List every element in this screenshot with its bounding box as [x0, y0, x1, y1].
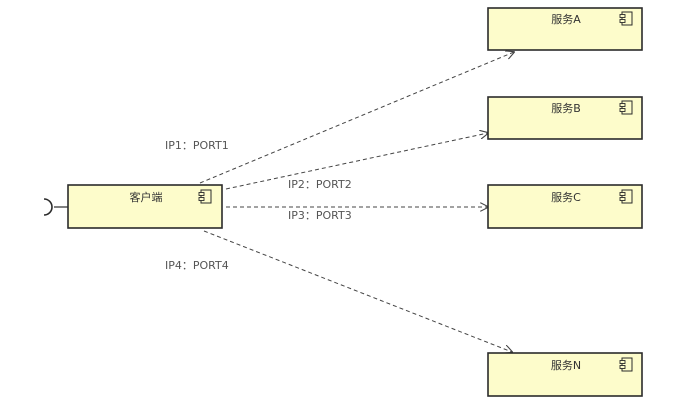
component-icon — [619, 100, 633, 115]
component-icon — [619, 357, 633, 372]
service-n-component[interactable]: 服务N — [487, 352, 643, 397]
client-label: 客户端 — [130, 190, 163, 204]
component-icon — [198, 189, 212, 204]
connector-client-to-service-n — [203, 230, 512, 352]
service-a-label: 服务A — [551, 13, 581, 26]
client-component[interactable]: 客户端 — [67, 184, 223, 229]
component-icon — [619, 189, 633, 204]
connection-label-3: IP3：PORT3 — [288, 209, 352, 222]
connection-label-2: IP2：PORT2 — [288, 178, 352, 191]
connection-label-1: IP1：PORT1 — [165, 139, 229, 152]
service-b-component[interactable]: 服务B — [487, 96, 643, 140]
required-interface-socket-icon — [43, 198, 68, 216]
connector-client-to-service-b — [225, 133, 488, 190]
service-n-label: 服务N — [551, 359, 581, 372]
service-b-label: 服务B — [551, 102, 581, 115]
service-a-component[interactable]: 服务A — [487, 7, 643, 51]
service-c-component[interactable]: 服务C — [487, 184, 643, 229]
connector-client-to-service-a — [199, 52, 514, 184]
connection-label-4: IP4：PORT4 — [165, 259, 229, 272]
service-c-label: 服务C — [551, 191, 581, 204]
component-icon — [619, 11, 633, 26]
